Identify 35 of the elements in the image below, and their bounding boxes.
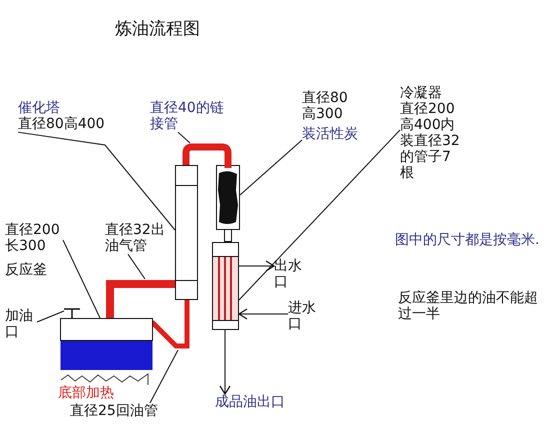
callout-heading: 直径200长300 (5, 222, 61, 254)
leader-line (150, 350, 178, 404)
leader-line (240, 140, 302, 196)
units-note: 图中的尺寸都是按毫米. (395, 232, 540, 248)
callout-text: 直径200高400内装直径32的管子7根 (400, 101, 461, 182)
reactor-vessel (60, 318, 153, 370)
callout-text: 成品油出口 (215, 394, 286, 410)
condenser (212, 242, 239, 330)
leader-line (18, 132, 176, 230)
callout-heading: 冷凝器 (400, 85, 443, 102)
leader-line (178, 132, 190, 144)
callout-text: 装活性炭 (302, 126, 359, 142)
leader-line (128, 254, 146, 280)
carbon-column (216, 165, 240, 242)
callout-text: 直径40的链接管 (150, 100, 225, 132)
callout-text: 直径80高400 (18, 116, 106, 132)
heating-note: 底部加热 (58, 385, 115, 402)
callout-text: 加油口 (5, 308, 34, 340)
flow-arrow (238, 308, 288, 320)
flow-arrow (219, 330, 231, 395)
leader-line (36, 310, 64, 322)
callout-text: 直径32出油气管 (105, 222, 166, 254)
diagram-title: 炼油流程图 (115, 20, 200, 40)
leader-line (238, 130, 400, 300)
catalytic-tower (175, 165, 198, 300)
callout-heading: 催化塔 (18, 100, 61, 116)
oil-gas-pipe (105, 279, 176, 319)
callout-heading: 直径80高300 (302, 90, 349, 122)
callout-text: 反应釜 (5, 262, 48, 278)
callout-text: 出水口 (274, 258, 303, 290)
callout-text: 进水口 (288, 300, 317, 332)
filler-cap (64, 308, 80, 318)
flow-arrow (238, 260, 275, 272)
oil-level-note: 反应釜里边的油不能超过一半 (398, 290, 539, 322)
callout-text: 直径25回油管 (70, 403, 159, 420)
